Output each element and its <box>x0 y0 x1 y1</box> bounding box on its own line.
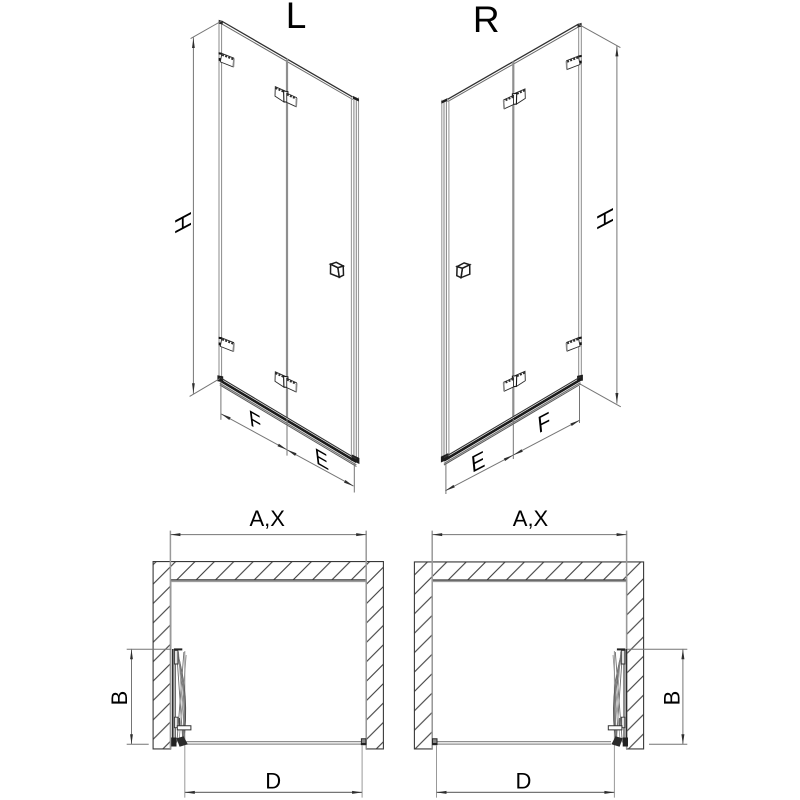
svg-text:D: D <box>265 768 281 793</box>
svg-text:E: E <box>470 445 486 478</box>
svg-text:H: H <box>171 207 196 237</box>
svg-text:B: B <box>107 691 132 706</box>
svg-text:A,X: A,X <box>513 506 549 531</box>
svg-text:E: E <box>313 442 329 475</box>
svg-text:D: D <box>516 768 532 793</box>
svg-text:A,X: A,X <box>249 506 285 531</box>
svg-text:R: R <box>473 0 500 40</box>
svg-text:L: L <box>286 0 307 36</box>
svg-text:F: F <box>536 406 551 438</box>
svg-text:B: B <box>659 691 684 706</box>
svg-text:F: F <box>247 404 262 437</box>
svg-text:H: H <box>594 203 619 233</box>
